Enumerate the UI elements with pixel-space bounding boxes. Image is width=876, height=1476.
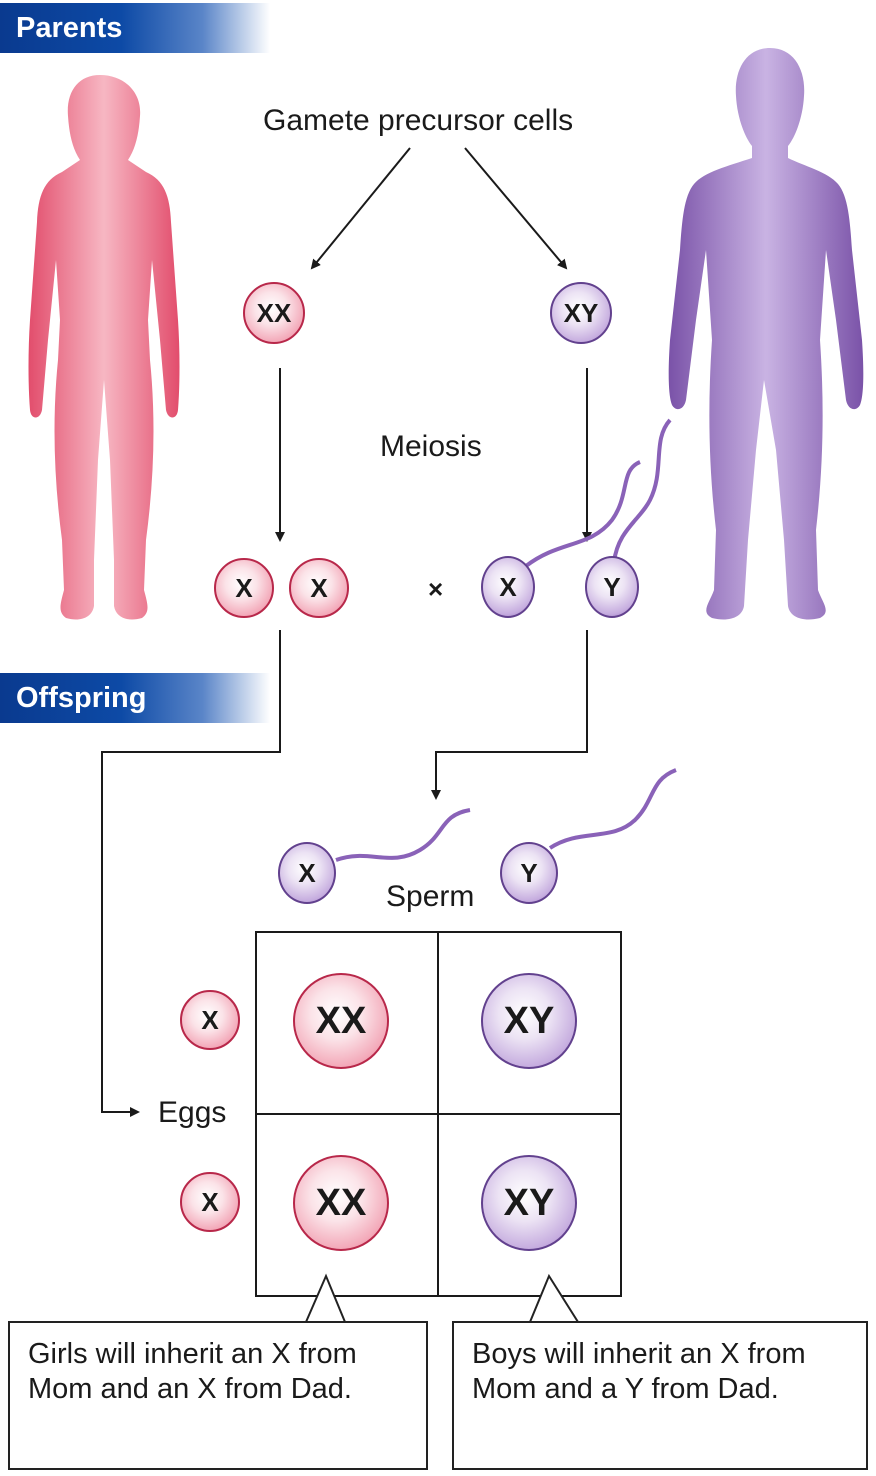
gamete-precursor-label: Gamete precursor cells [263,104,574,137]
sperm-label: Sperm [386,880,475,913]
offspring-banner: Offspring [0,673,270,723]
eggs-label: Eggs [158,1096,227,1129]
sperm-y-top: Y [585,556,639,618]
egg-row-1: X [180,990,240,1050]
sperm-y-bottom: Y [500,842,558,904]
offspring-banner-label: Offspring [16,682,147,714]
punnett-cell-girl-2: XX [293,1155,389,1251]
arrow-to-xx [310,147,411,270]
precursor-cell-xy: XY [550,282,612,344]
callout-boys: Boys will inherit an X from Mom and a Y … [452,1321,868,1470]
sperm-tail-y-top [612,418,672,563]
sperm-x-top: X [481,556,535,618]
precursor-cell-xx: XX [243,282,305,344]
parents-banner-label: Parents [16,12,123,44]
cross-symbol: × [428,574,444,604]
meiosis-label: Meiosis [380,430,482,463]
sperm-path-arrow [431,630,588,800]
male-figure [668,48,864,620]
egg-cell-1: X [214,558,274,618]
parents-banner: Parents [0,3,270,53]
sperm-tail-x-top [524,460,641,568]
sperm-x-bottom: X [278,842,336,904]
sperm-tail-x-bottom [335,808,471,862]
punnett-cell-boy-2: XY [481,1155,577,1251]
egg-path-arrow [101,630,281,1117]
punnett-cell-girl-1: XX [293,973,389,1069]
arrow-to-xy [464,147,568,270]
punnett-cell-boy-1: XY [481,973,577,1069]
female-figure [28,75,180,620]
callout-girls: Girls will inherit an X from Mom and an … [8,1321,428,1470]
egg-row-2: X [180,1172,240,1232]
egg-cell-2: X [289,558,349,618]
sperm-tail-y-bottom [548,768,677,850]
